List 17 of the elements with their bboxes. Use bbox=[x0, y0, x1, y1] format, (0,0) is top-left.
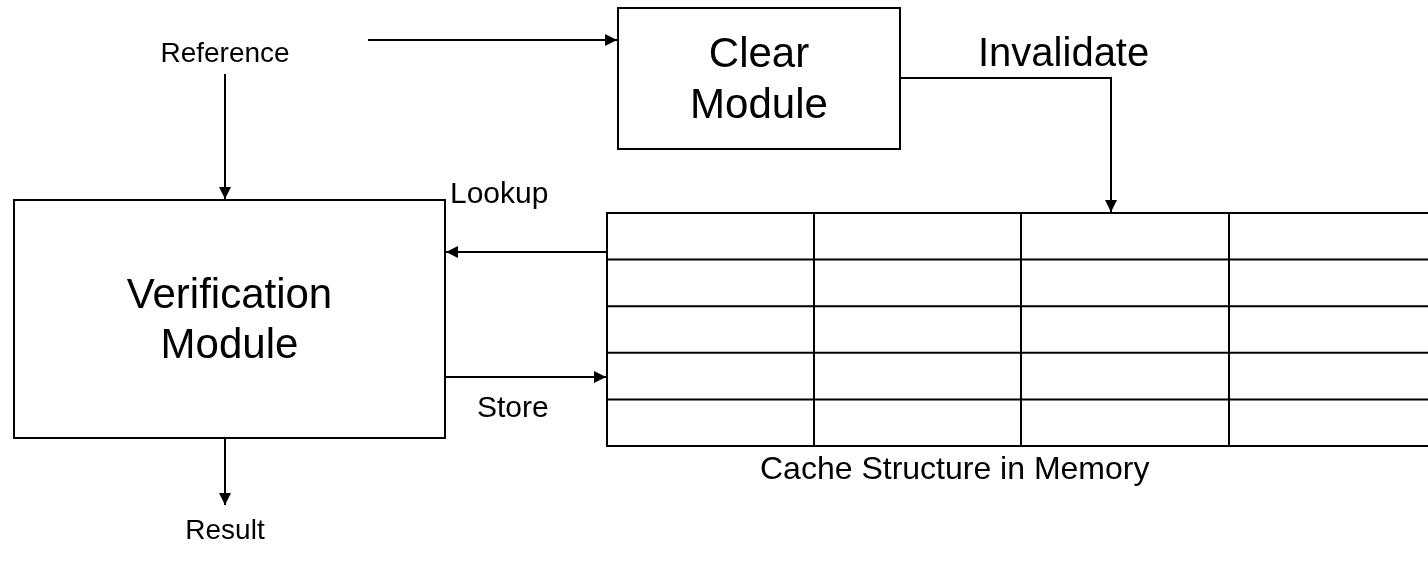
arrow bbox=[219, 73, 231, 200]
node-text: Result bbox=[185, 513, 265, 547]
box-label: Clear Module bbox=[689, 28, 829, 129]
arrow bbox=[445, 246, 607, 258]
process-box bbox=[617, 7, 901, 150]
node-label: Cache Structure in Memory bbox=[760, 452, 1150, 484]
edge-label: Invalidate bbox=[978, 32, 1150, 72]
arrow bbox=[900, 77, 1117, 213]
arrow bbox=[219, 438, 231, 506]
process-box bbox=[13, 199, 446, 439]
cache-table bbox=[606, 212, 1428, 447]
arrow bbox=[367, 34, 618, 46]
arrow bbox=[445, 371, 607, 383]
node-text: Reference bbox=[160, 36, 290, 70]
edge-label: Store bbox=[477, 392, 549, 422]
box-label: Verification Module bbox=[125, 268, 334, 369]
edge-label: Lookup bbox=[450, 178, 549, 208]
